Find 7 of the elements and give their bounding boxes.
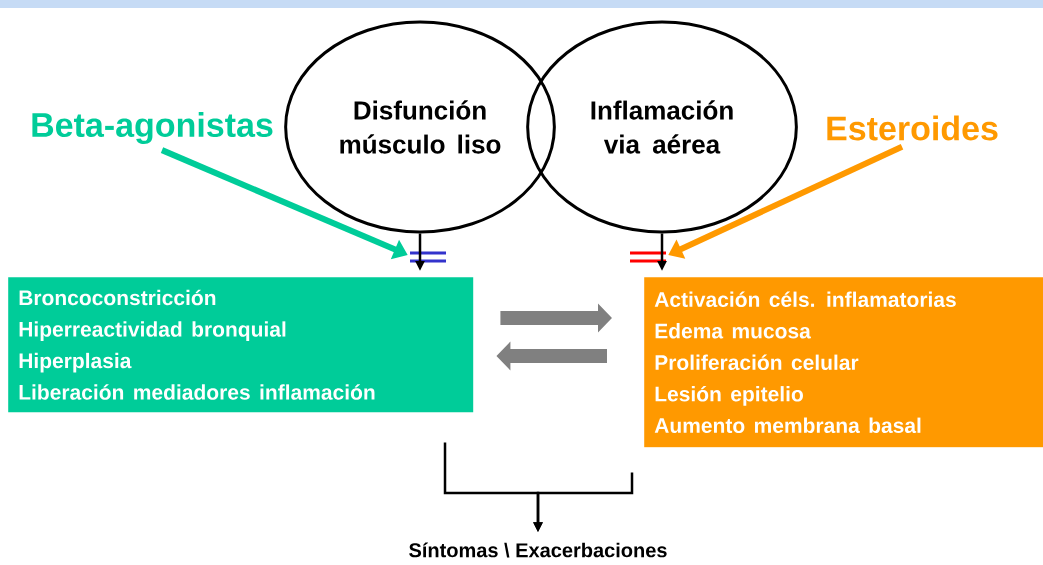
drug-label: Esteroides <box>827 115 998 141</box>
effects-box: Activación céls. inflamatorias Edema mucosa Proliferación celular Lesión epitelio Aumento membrana basal <box>644 277 1043 448</box>
block-mark <box>410 251 446 263</box>
effects-box: Broncoconstricción Hiperreactividad bronquial Hiperplasia Liberación mediadores inflamación <box>8 277 474 413</box>
drug-label: Beta-agonistas <box>32 112 273 144</box>
block-mark <box>630 251 666 263</box>
outcome-label: Síntomas \ Exacerbaciones <box>409 542 667 558</box>
